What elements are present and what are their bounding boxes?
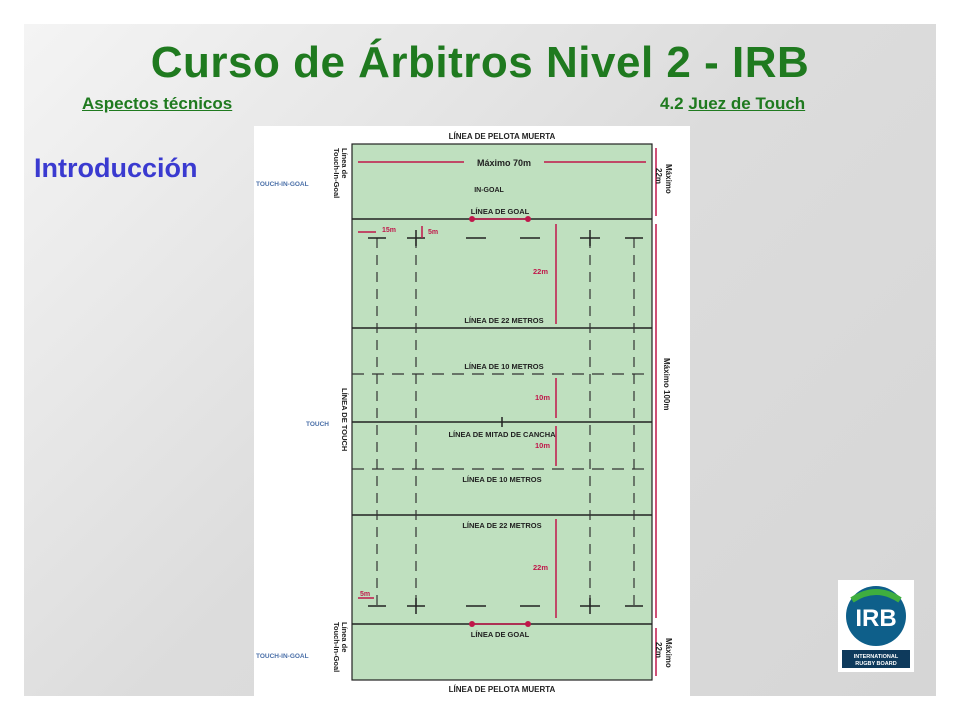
- section-number: 4.2: [660, 94, 689, 113]
- max-70-label: Máximo 70m: [477, 158, 531, 168]
- rugby-field-diagram: LÍNEA DE PELOTA MUERTA Máximo 70m IN-GOA…: [254, 126, 690, 696]
- tick-marks: [368, 230, 643, 614]
- measure-22m-top: 22m: [533, 267, 548, 276]
- logo-globe-icon: [846, 586, 906, 646]
- dead-ball-line-bottom-label: LÍNEA DE PELOTA MUERTA: [449, 685, 556, 694]
- measure-5m-bottom: 5m: [360, 591, 370, 598]
- measure-5m-top: 5m: [428, 229, 438, 236]
- field-area: [351, 143, 653, 681]
- halfway-line-label: LÍNEA DE MITAD DE CANCHA: [448, 430, 556, 439]
- logo-line-1: INTERNATIONAL: [854, 654, 899, 660]
- measure-22m-bottom: 22m: [533, 563, 548, 572]
- section-heading: Introducción: [34, 153, 198, 183]
- max-22-bottom-label: Máximo: [664, 638, 673, 668]
- measure-15m: 15m: [382, 227, 396, 234]
- logo-initials: IRB: [855, 605, 896, 632]
- juez-de-touch-link[interactable]: Juez de Touch: [688, 94, 806, 113]
- measurement-arrows: [358, 148, 657, 676]
- line-10-top-label: LÍNEA DE 10 METROS: [464, 362, 543, 371]
- juez-de-touch-heading: 4.2 Juez de Touch: [660, 94, 805, 114]
- goal-line-bottom-label: LÍNEA DE GOAL: [471, 630, 530, 639]
- line-10-bottom-label: LÍNEA DE 10 METROS: [462, 475, 541, 484]
- measure-10m-bottom: 10m: [535, 441, 550, 450]
- irb-logo: IRB INTERNATIONAL RUGBY BOARD: [838, 580, 914, 672]
- line-22-top-label: LÍNEA DE 22 METROS: [464, 316, 543, 325]
- logo-green-arc: [850, 589, 902, 603]
- touch-line-label: LÍNEA DE TOUCH: [340, 388, 349, 451]
- max-100-label: Máximo 100m: [662, 358, 671, 410]
- vertical-dashed-lines: [376, 238, 635, 606]
- touch-in-goal-line-bottom-a: Línea de: [340, 622, 349, 652]
- touch-label: TOUCH: [306, 421, 329, 428]
- goal-line-top-label: LÍNEA DE GOAL: [471, 207, 530, 216]
- max-22-bottom-value: 22m: [654, 642, 663, 658]
- touch-in-goal-line-bottom-b: Touch-In-Goal: [332, 622, 341, 672]
- slide: Curso de Árbitros Nivel 2 - IRB Aspectos…: [24, 24, 936, 696]
- slide-title: Curso de Árbitros Nivel 2 - IRB: [150, 38, 810, 87]
- touch-in-goal-top-label: TOUCH-IN-GOAL: [256, 181, 309, 188]
- line-22-bottom-label: LÍNEA DE 22 METROS: [462, 521, 541, 530]
- max-22-top-label: Máximo: [664, 164, 673, 194]
- touch-in-goal-bottom-label: TOUCH-IN-GOAL: [256, 653, 309, 660]
- aspectos-tecnicos-link[interactable]: Aspectos técnicos: [82, 94, 233, 113]
- touch-in-goal-line-top-b: Touch-In-Goal: [332, 148, 341, 198]
- logo-line-2: RUGBY BOARD: [855, 661, 896, 667]
- touch-in-goal-line-top-a: Línea de: [340, 148, 349, 178]
- measure-10m-top: 10m: [535, 393, 550, 402]
- dead-ball-line-top-label: LÍNEA DE PELOTA MUERTA: [449, 132, 556, 141]
- in-goal-label: IN-GOAL: [474, 187, 504, 194]
- logo-band: [842, 650, 910, 668]
- max-22-top-value: 22m: [654, 168, 663, 184]
